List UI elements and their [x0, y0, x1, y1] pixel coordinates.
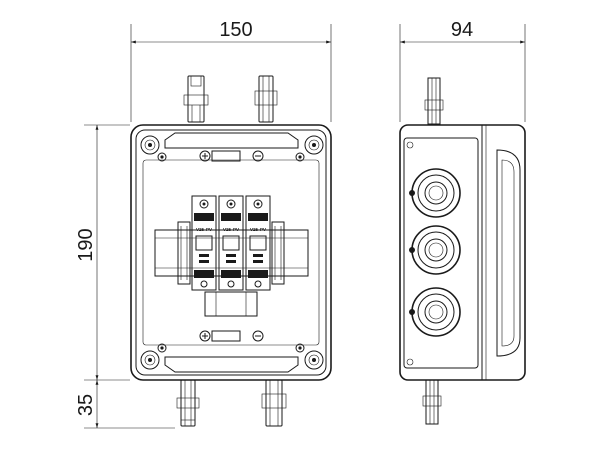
- side-top-connector: [424, 77, 444, 125]
- end-clamp-right: [271, 221, 285, 285]
- top-clamp-bar: [164, 132, 299, 149]
- side-bottom-connector: [422, 379, 442, 425]
- side-body: [399, 124, 526, 381]
- corner-screw-top-left: [140, 135, 160, 155]
- side-view: [399, 77, 526, 425]
- cable-gland-middle: [409, 225, 461, 275]
- bottom-connector-right: [261, 379, 287, 427]
- top-busbar: [211, 150, 241, 162]
- top-terminal-plus: [199, 150, 211, 162]
- bottom-terminal-minus: [252, 330, 264, 342]
- dimension-connector: 35: [75, 380, 175, 429]
- side-mount-hole-bottom: [406, 358, 414, 366]
- spd-2-label-pv: PV: [233, 227, 239, 232]
- cable-gland-bottom: [409, 287, 461, 337]
- top-terminal-minus: [252, 150, 264, 162]
- spd-module-2: V25 PV: [218, 195, 244, 291]
- mount-screw-br: [295, 343, 305, 353]
- top-connector-left: [183, 75, 209, 123]
- top-connector-right: [254, 75, 278, 123]
- corner-screw-top-right: [304, 135, 324, 155]
- corner-screw-bottom-left: [140, 350, 160, 370]
- front-view: V25 PV V25 PV V25 PV: [130, 75, 332, 427]
- bottom-busbar: [211, 330, 241, 342]
- dimension-label-150: 150: [219, 19, 252, 41]
- spd-3-label-v25: V25: [250, 227, 259, 232]
- dimension-side-depth: 94: [399, 19, 526, 122]
- spd-2-label-v25: V25: [223, 227, 232, 232]
- mount-screw-tr: [295, 152, 305, 162]
- dimension-label-190: 190: [75, 228, 97, 261]
- dimension-label-94: 94: [451, 19, 473, 41]
- enclosure-window: [142, 159, 320, 346]
- cable-gland-top: [409, 168, 461, 218]
- spd-1-label-pv: PV: [206, 227, 212, 232]
- lid-rim: [496, 149, 521, 357]
- mount-screw-tl: [157, 152, 167, 162]
- spd-1-label-v25: V25: [196, 227, 205, 232]
- dimension-front-width: 150: [130, 19, 332, 122]
- corner-screw-bottom-right: [304, 350, 324, 370]
- enclosure-lid: [135, 129, 327, 376]
- bottom-connector-left: [176, 379, 200, 427]
- enclosure-outer: [130, 124, 332, 381]
- mount-screw-bl: [157, 343, 167, 353]
- end-clamp-left: [177, 221, 191, 285]
- spd-3-label-pv: PV: [260, 227, 266, 232]
- side-panel: [403, 137, 479, 369]
- bottom-terminal-plus: [199, 330, 211, 342]
- spd-module-1: V25 PV: [191, 195, 217, 291]
- side-mount-hole-top: [406, 141, 414, 149]
- label-plate: [204, 291, 258, 317]
- bottom-clamp-bar: [164, 356, 299, 373]
- dimension-height: 190: [75, 124, 130, 381]
- dimension-label-35: 35: [75, 394, 97, 416]
- spd-module-3: V25 PV: [245, 195, 271, 291]
